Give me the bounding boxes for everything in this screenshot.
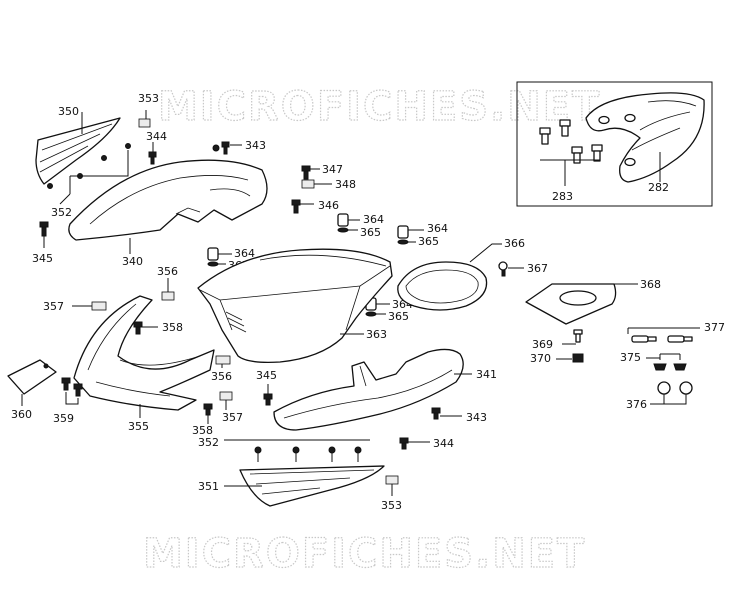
- part-355-group: 357 356 358 355: [43, 265, 215, 433]
- label-352-top: 352: [51, 206, 72, 219]
- label-364-b: 364: [427, 222, 448, 235]
- watermark-bottom: MICROFICHES.NET: [143, 531, 586, 577]
- label-358-top: 358: [162, 321, 183, 334]
- label-363: 363: [366, 328, 387, 341]
- label-348: 348: [335, 178, 356, 191]
- parts-375-377: 377 375 376: [620, 321, 725, 411]
- part-350-group: 350 352 353 344: [35, 92, 167, 219]
- label-351: 351: [198, 480, 219, 493]
- label-356-top: 356: [157, 265, 178, 278]
- label-367: 367: [527, 262, 548, 275]
- label-355: 355: [128, 420, 149, 433]
- part-360-359: 360 359: [7, 359, 83, 425]
- label-356-bottom: 356: [211, 370, 232, 383]
- label-357-left: 357: [43, 300, 64, 313]
- label-282: 282: [648, 181, 669, 194]
- label-352-bottom: 352: [198, 436, 219, 449]
- parts-346-348: 347 348 346: [291, 163, 356, 214]
- label-359: 359: [53, 412, 74, 425]
- label-345-mid: 345: [256, 369, 277, 382]
- label-376: 376: [626, 398, 647, 411]
- label-346: 346: [318, 199, 339, 212]
- parts-364-365: 364 365 364 365 364 365 364 365: [207, 213, 448, 323]
- label-365-b: 365: [418, 235, 439, 248]
- label-364-a: 364: [363, 213, 384, 226]
- part-366-lid: 366 367: [397, 237, 548, 311]
- part-363-storage-box: 363: [197, 248, 393, 364]
- label-345-left: 345: [32, 252, 53, 265]
- label-368: 368: [640, 278, 661, 291]
- label-353-top: 353: [138, 92, 159, 105]
- part-341-side-cover: 341 345 343 344: [256, 348, 497, 450]
- label-377: 377: [704, 321, 725, 334]
- label-360: 360: [11, 408, 32, 421]
- part-368-plate: 368 369 370: [525, 278, 661, 365]
- label-343-top: 343: [245, 139, 266, 152]
- label-366: 366: [504, 237, 525, 250]
- label-375: 375: [620, 351, 641, 364]
- label-365-d: 365: [388, 310, 409, 323]
- label-347: 347: [322, 163, 343, 176]
- part-351-group: 352 351 353: [198, 436, 402, 512]
- label-344-top: 344: [146, 130, 167, 143]
- parts-356-358-lower: 356 358 357: [192, 355, 243, 437]
- label-353-bottom: 353: [381, 499, 402, 512]
- label-341: 341: [476, 368, 497, 381]
- part-340-group: 340 343 345: [32, 139, 268, 268]
- label-364-c: 364: [234, 247, 255, 260]
- label-350: 350: [58, 105, 79, 118]
- inset-rack-box: 283 282: [516, 81, 713, 207]
- label-343-bottom: 343: [466, 411, 487, 424]
- label-340: 340: [122, 255, 143, 268]
- label-369: 369: [532, 338, 553, 351]
- label-357-bottom: 357: [222, 411, 243, 424]
- watermark-top: MICROFICHES.NET: [158, 84, 601, 130]
- label-365-a: 365: [360, 226, 381, 239]
- label-344-bottom: 344: [433, 437, 454, 450]
- label-370: 370: [530, 352, 551, 365]
- label-283: 283: [552, 190, 573, 203]
- label-358-bottom: 358: [192, 424, 213, 437]
